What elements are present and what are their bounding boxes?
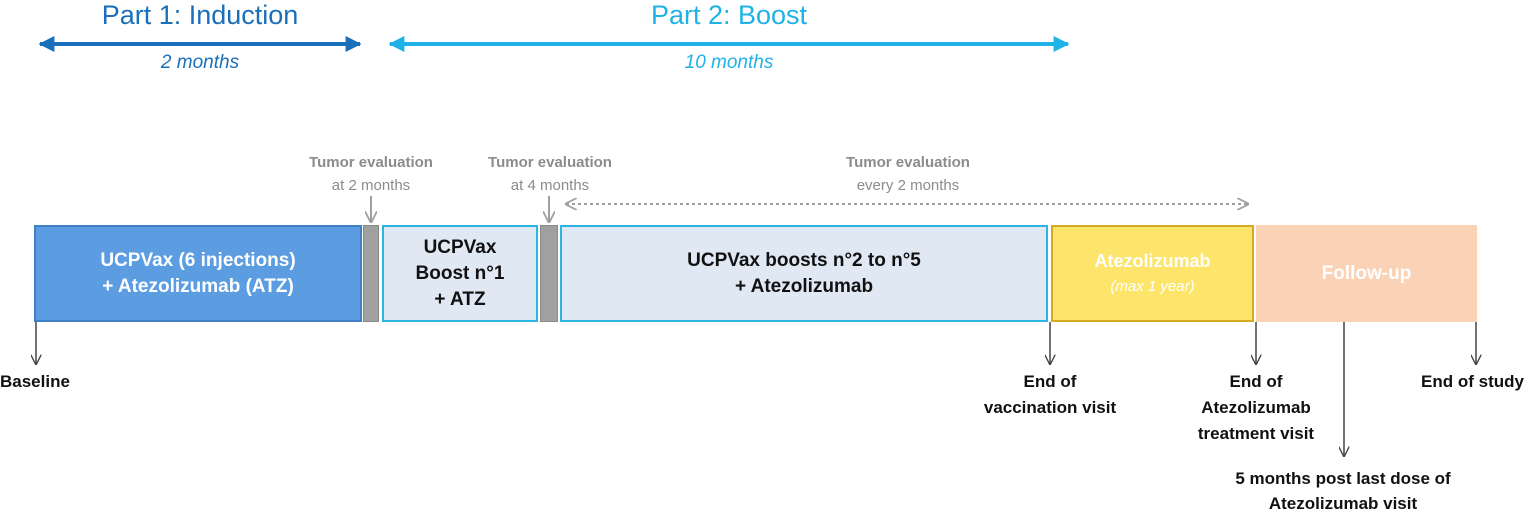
part2-duration: 10 months: [684, 52, 774, 73]
part2-title: Part 2: Boost: [650, 0, 808, 30]
end-study-label: End of study: [1421, 372, 1524, 391]
baseline-label: Baseline: [0, 372, 70, 391]
milestone-end-vaccination: End of vaccination visit: [970, 369, 1130, 421]
milestone-end-study: End of study: [1410, 369, 1535, 395]
followup-box: Follow-up: [1256, 225, 1477, 322]
induction-line2: + Atezolizumab (ATZ): [102, 275, 294, 297]
milestone-baseline: Baseline: [0, 369, 70, 395]
tumor-eval-2m-when: at 2 months: [331, 177, 411, 194]
post-dose-line1: 5 months post last dose of: [1235, 469, 1451, 488]
tumor-eval-4m-title: Tumor evaluation: [488, 154, 612, 171]
tumor-eval-4m: Tumor evaluation at 4 months: [470, 151, 630, 197]
end-atz-line3: treatment visit: [1197, 424, 1315, 443]
induction-box: UCPVax (6 injections) + Atezolizumab (AT…: [34, 225, 362, 322]
tumor-eval-2m-title: Tumor evaluation: [309, 154, 433, 171]
part1-title: Part 1: Induction: [101, 0, 299, 30]
tumor-eval-4m-when: at 4 months: [510, 177, 590, 194]
end-vaccination-line1: End of: [1023, 372, 1077, 391]
milestone-post-dose: 5 months post last dose of Atezolizumab …: [1204, 466, 1482, 516]
milestone-end-atz: End of Atezolizumab treatment visit: [1176, 369, 1336, 447]
tumor-eval-every-2m: Tumor evaluation every 2 months: [808, 151, 1008, 197]
atezolizumab-box: Atezolizumab (max 1 year): [1051, 225, 1254, 322]
tumor-eval-every-2m-when: every 2 months: [856, 177, 960, 194]
boost1-line1: UCPVax: [423, 236, 497, 258]
boost1-line2: Boost n°1: [415, 262, 505, 284]
followup-line1: Follow-up: [1321, 262, 1412, 284]
end-atz-line2: Atezolizumab: [1201, 398, 1311, 417]
atezolizumab-line2: (max 1 year): [1110, 277, 1195, 295]
boosts-box: UCPVax boosts n°2 to n°5 + Atezolizumab: [560, 225, 1048, 322]
boost1-box: UCPVax Boost n°1 + ATZ: [382, 225, 538, 322]
tumor-eval-2m: Tumor evaluation at 2 months: [291, 151, 451, 197]
induction-line1: UCPVax (6 injections): [100, 249, 296, 271]
tumor-eval-every-2m-title: Tumor evaluation: [846, 154, 970, 171]
atezolizumab-line1: Atezolizumab: [1094, 250, 1211, 271]
post-dose-line2: Atezolizumab visit: [1268, 494, 1418, 513]
end-atz-line1: End of: [1229, 372, 1283, 391]
separator-2m: [363, 225, 379, 322]
separator-4m: [540, 225, 558, 322]
boosts-line2: + Atezolizumab: [734, 275, 874, 297]
part1-duration: 2 months: [160, 52, 240, 73]
end-vaccination-line2: vaccination visit: [983, 398, 1117, 417]
boosts-line1: UCPVax boosts n°2 to n°5: [687, 249, 921, 271]
boost1-line3: + ATZ: [434, 288, 486, 310]
